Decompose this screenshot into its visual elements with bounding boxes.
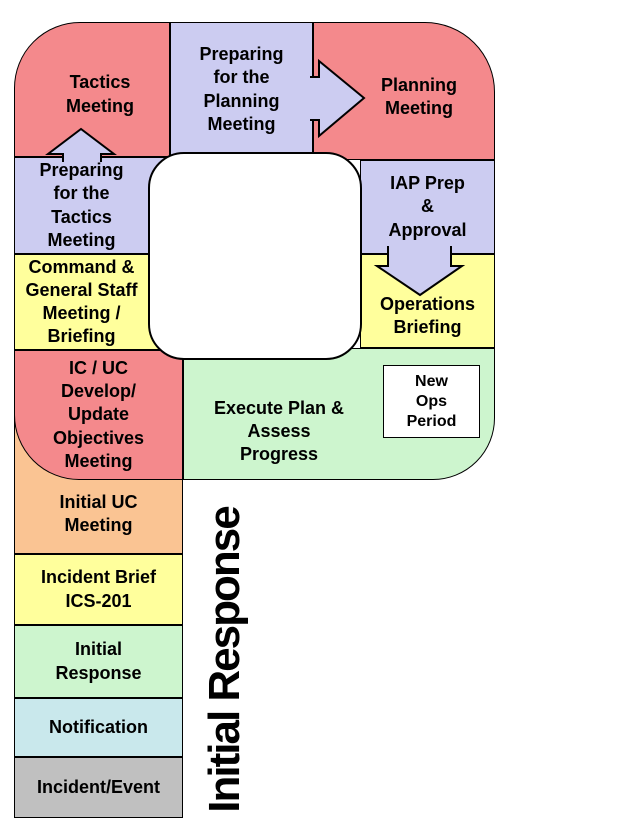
block-iap-prep-approval: IAP Prep & Approval bbox=[360, 160, 495, 254]
command-general-staff-label: Command & General Staff Meeting / Briefi… bbox=[25, 256, 138, 347]
block-initial-response: Initial Response bbox=[14, 625, 183, 698]
up-arrow-icon bbox=[45, 127, 117, 162]
execute-plan-label: Execute Plan & Assess Progress bbox=[213, 398, 345, 465]
new-ops-period-label: New Ops Period bbox=[406, 372, 457, 430]
incident-event-label: Incident/Event bbox=[36, 776, 161, 797]
block-incident-event: Incident/Event bbox=[14, 757, 183, 818]
initial-uc-meeting-label: Initial UC Meeting bbox=[59, 491, 138, 535]
center-cutout bbox=[148, 152, 362, 360]
down-arrow-icon bbox=[373, 246, 466, 297]
tactics-meeting-label: Tactics Meeting bbox=[65, 72, 134, 116]
incident-brief-label: Incident Brief ICS-201 bbox=[40, 567, 156, 611]
ic-uc-objectives-label: IC / UC Develop/ Update Objectives Meeti… bbox=[52, 358, 145, 471]
block-notification: Notification bbox=[14, 698, 183, 757]
iap-prep-approval-label: IAP Prep & Approval bbox=[388, 173, 467, 240]
block-incident-brief-ics-201: Incident Brief ICS-201 bbox=[14, 554, 183, 625]
preparing-planning-label: Preparing for the Planning Meeting bbox=[199, 44, 284, 134]
block-ic-uc-develop-update-objectives: IC / UC Develop/ Update Objectives Meeti… bbox=[14, 350, 183, 480]
planning-meeting-label: Planning Meeting bbox=[381, 74, 457, 118]
notification-label: Notification bbox=[49, 716, 148, 737]
block-preparing-for-planning-meeting: Preparing for the Planning Meeting bbox=[170, 22, 313, 157]
operations-briefing-label: Operations Briefing bbox=[379, 293, 476, 337]
new-ops-period-box: New Ops Period bbox=[383, 365, 480, 438]
initial-response-label: Initial Response bbox=[55, 639, 142, 683]
block-tactics-meeting: Tactics Meeting bbox=[14, 22, 170, 157]
right-arrow-icon bbox=[310, 58, 366, 139]
preparing-tactics-label: Preparing for the Tactics Meeting bbox=[39, 160, 124, 250]
